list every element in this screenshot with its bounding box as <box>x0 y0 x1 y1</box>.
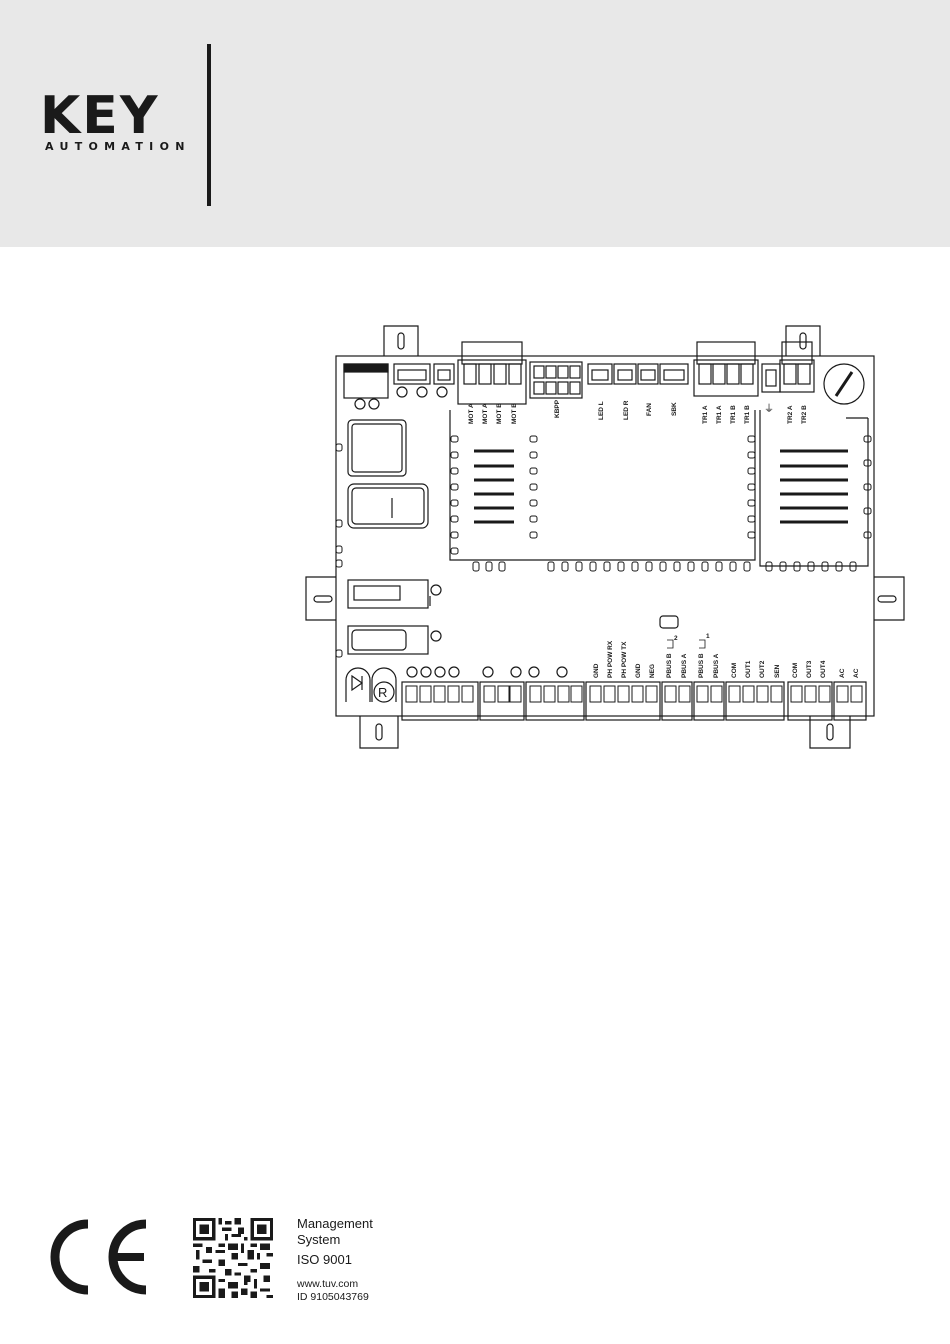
label-mot-a-2: MOT A <box>482 403 489 424</box>
cert-line-1: Management <box>297 1216 373 1232</box>
label-tr1-b-1: TR1 B <box>730 405 737 424</box>
label-com-1: COM <box>731 663 738 678</box>
bus-group-2-label: 2 <box>674 635 678 642</box>
label-com-2: COM <box>792 663 799 678</box>
ground-icon: ⏚ <box>764 403 774 415</box>
label-out4: OUT4 <box>820 660 827 678</box>
label-out1: OUT1 <box>745 660 752 678</box>
label-gnd-1: GND <box>593 663 600 678</box>
open-button-symbol <box>346 668 370 702</box>
label-led-l: LED L <box>598 401 605 420</box>
label-tr1-a-1: TR1 A <box>702 405 709 424</box>
label-out3: OUT3 <box>806 660 813 678</box>
mount-tab-bottom-left <box>360 716 398 748</box>
label-sbk: SBK <box>671 402 678 416</box>
label-tr2-a: TR2 A <box>787 405 794 424</box>
cert-id: ID 9105043769 <box>297 1291 373 1304</box>
mount-tab-top-right <box>786 326 820 356</box>
qr-code-icon <box>193 1218 273 1298</box>
label-ph-pow-tx: PH POW TX <box>621 641 628 678</box>
label-tr1-a-2: TR1 A <box>716 405 723 424</box>
mount-tab-bottom-right <box>810 716 850 748</box>
cert-line-2: System <box>297 1232 373 1248</box>
cert-url: www.tuv.com <box>297 1278 373 1291</box>
certification-block: Management System ISO 9001 www.tuv.com I… <box>297 1216 373 1304</box>
label-mot-a-1: MOT A <box>468 403 475 424</box>
label-neg: NEG <box>649 664 656 678</box>
label-led-r: LED R <box>623 400 630 420</box>
label-ac-1: AC <box>839 668 846 678</box>
label-ac-2: AC <box>853 668 860 678</box>
top-connector-labels: MOT A MOT A MOT B MOT B KBPP LED L LED R… <box>468 399 808 424</box>
label-mot-b-2: MOT B <box>511 403 518 424</box>
label-pbus-a-2: PBUS A <box>681 653 688 678</box>
label-out2: OUT2 <box>759 660 766 678</box>
label-kbpp: KBPP <box>554 399 561 418</box>
bus-group-1-label: 1 <box>706 633 710 640</box>
label-tr1-b-2: TR1 B <box>744 405 751 424</box>
label-gnd-2: GND <box>635 663 642 678</box>
label-pbus-b-1: PBUS B <box>698 653 705 678</box>
cert-standard: ISO 9001 <box>297 1252 373 1268</box>
label-sen: SEN <box>774 664 781 678</box>
label-mot-b-1: MOT B <box>496 403 503 424</box>
label-ph-pow-rx: PH POW RX <box>607 640 614 678</box>
label-pbus-a-1: PBUS A <box>713 653 720 678</box>
label-tr2-b: TR2 B <box>801 405 808 424</box>
mount-tab-top-left <box>384 326 418 356</box>
bottom-terminal-labels: GND PH POW RX PH POW TX GND NEG PBUS B P… <box>593 640 860 678</box>
label-pbus-b-2: PBUS B <box>666 653 673 678</box>
reset-button-label: R <box>378 685 387 700</box>
ce-mark <box>44 1216 152 1298</box>
label-fan: FAN <box>646 403 653 416</box>
